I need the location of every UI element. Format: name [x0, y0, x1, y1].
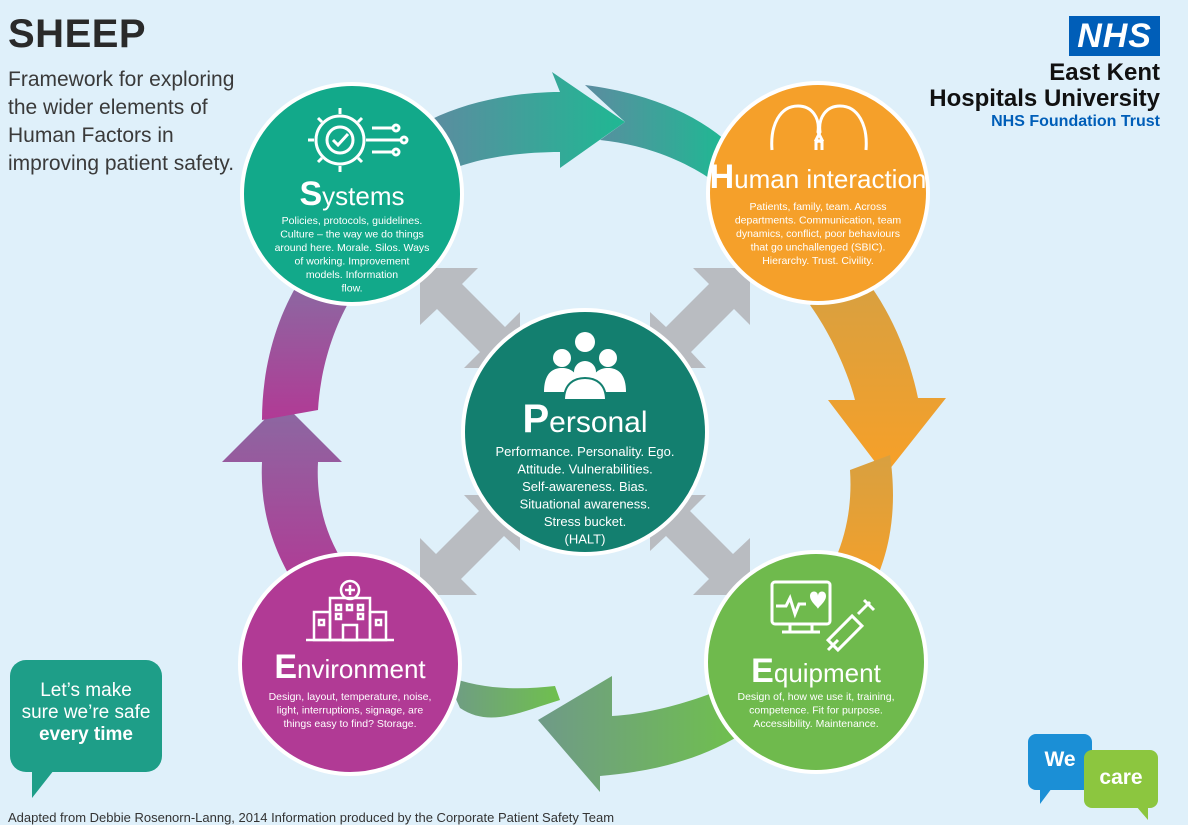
connector-human-personal [650, 268, 750, 368]
arrow-systems-to-human [430, 72, 625, 175]
org-name-line1: East Kent [1049, 59, 1160, 86]
node-personal-title: ersonal [549, 406, 647, 439]
node-human-title: uman interaction [734, 164, 926, 194]
node-equipment-title: quipment [774, 658, 882, 688]
arrow-environment-to-systems-tail [262, 280, 350, 420]
node-human-line-3: that go unchallenged (SBIC). [751, 242, 886, 254]
node-systems: Systems Policies, protocols, guidelines.… [240, 82, 464, 306]
node-systems-line-1: Culture – the way we do things [280, 229, 424, 241]
node-human-line-2: dynamics, conflict, poor behaviours [736, 228, 900, 240]
node-personal-body: Performance. Personality. Ego. Attitude. … [496, 444, 675, 547]
page-subtitle: Framework for exploring the wider elemen… [8, 68, 235, 175]
connector-equipment-personal [650, 495, 750, 595]
node-environment-line-0: Design, layout, temperature, noise, [269, 691, 432, 703]
node-environment-line-1: light, interruptions, signage, are [277, 705, 424, 717]
svg-text:Human interaction: Human interaction [710, 158, 927, 196]
node-personal-line-5: (HALT) [565, 532, 606, 547]
node-equipment-line-1: competence. Fit for purpose. [749, 705, 883, 717]
node-personal-initial: P [522, 397, 549, 441]
arrow-equipment-to-environment [538, 676, 740, 792]
node-environment-title: nvironment [297, 654, 426, 684]
arrow-environment-to-systems [222, 402, 345, 585]
node-equipment: Equipment Design of, how we use it, trai… [704, 550, 928, 774]
arrow-equipment-to-environment-tail [445, 675, 560, 718]
page-title: SHEEP [8, 12, 147, 56]
connector-environment-personal [420, 495, 520, 595]
svg-text:Equipment: Equipment [751, 652, 881, 690]
nhs-logo: NHS [1069, 16, 1160, 56]
we-bubble: We [1028, 734, 1092, 804]
node-equipment-initial: E [751, 652, 774, 690]
connector-systems-personal [420, 268, 520, 368]
connectors [420, 268, 750, 595]
node-personal-line-1: Attitude. Vulnerabilities. [517, 462, 652, 477]
we-care-logo: We care [1028, 734, 1162, 820]
node-equipment-line-2: Accessibility. Maintenance. [753, 718, 878, 730]
monitor-heart-icon [770, 580, 832, 634]
node-systems-body: Policies, protocols, guidelines. Culture … [275, 215, 430, 295]
node-human-initial: H [710, 158, 735, 196]
org-name-line2: Hospitals University [929, 85, 1160, 112]
arrow-systems-to-human-tail [585, 85, 725, 180]
node-systems-line-5: flow. [341, 283, 362, 295]
node-personal-line-2: Self-awareness. Bias. [522, 479, 648, 494]
hospital-building-icon [306, 579, 394, 642]
bubble-line2: sure we’re safe [21, 702, 151, 723]
svg-text:Environment: Environment [274, 648, 426, 686]
node-systems-initial: S [299, 175, 322, 213]
node-personal-line-3: Situational awareness. [520, 497, 651, 512]
node-personal-line-0: Performance. Personality. Ego. [496, 444, 675, 459]
node-environment-initial: E [274, 648, 297, 686]
node-human-interaction: Human interaction Patients, family, team… [706, 81, 930, 305]
node-personal-line-4: Stress bucket. [544, 514, 626, 529]
node-systems-line-4: models. Information [306, 269, 398, 281]
svg-text:Systems: Systems [299, 175, 404, 213]
node-systems-line-2: around here. Morale. Silos. Ways [275, 242, 430, 254]
nhs-trust-logo: NHS East Kent Hospitals University NHS F… [860, 16, 1160, 132]
node-equipment-body: Design of, how we use it, training, compe… [738, 691, 895, 730]
svg-text:Personal: Personal [522, 397, 647, 441]
gear-check-icon [308, 108, 409, 172]
node-systems-line-0: Policies, protocols, guidelines. [282, 215, 423, 227]
credit-footer: Adapted from Debbie Rosenorn-Lanng, 2014… [8, 810, 615, 825]
node-human-line-1: departments. Communication, team [735, 215, 902, 227]
node-environment-body: Design, layout, temperature, noise, light… [269, 691, 432, 730]
two-heads-icon [770, 104, 868, 151]
bubble-line3: every time [38, 724, 133, 745]
node-systems-title: ystems [322, 181, 404, 211]
node-environment-line-2: things easy to find? Storage. [283, 718, 416, 730]
safety-speech-bubble: Let’s make sure we’re safe every time [10, 660, 162, 798]
bubble-line1: Let’s make [40, 680, 132, 701]
node-environment: Environment Design, layout, temperature,… [238, 552, 462, 776]
care-bubble: care [1084, 750, 1158, 820]
arrow-human-to-equipment [810, 285, 946, 475]
people-group-icon [544, 332, 626, 401]
node-human-body: Patients, family, team. Across department… [735, 201, 902, 267]
node-personal: Personal Performance. Personality. Ego. A… [461, 308, 709, 556]
node-equipment-line-0: Design of, how we use it, training, [738, 691, 895, 703]
node-human-line-4: Hierarchy. Trust. Civility. [762, 255, 874, 267]
syringe-icon [825, 598, 876, 653]
org-name-line3: NHS Foundation Trust [991, 113, 1160, 130]
node-systems-line-3: of working. Improvement [295, 256, 410, 268]
node-human-line-0: Patients, family, team. Across [750, 201, 887, 213]
